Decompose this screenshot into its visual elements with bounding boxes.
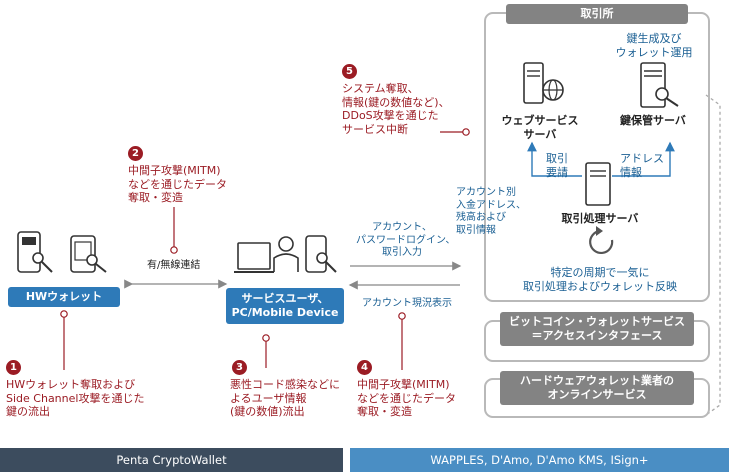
exchange-title: 取引所 (506, 4, 688, 24)
threat-3-badge: 3 (232, 360, 247, 375)
footer-left: Penta CryptoWallet (0, 448, 343, 472)
user-label: サービスユーザ、PC/Mobile Device (226, 288, 344, 324)
user-device-icon (234, 235, 337, 273)
hw-vendor-service-label: ハードウェアウォレット業者のオンラインサービス (500, 371, 694, 405)
tx-request-label: 取引要請 (546, 152, 568, 179)
footer-right: WAPPLES, D'Amo, D'Amo KMS, ISign+ (350, 448, 729, 472)
threat-1-badge: 1 (6, 360, 21, 375)
web-server-label: ウェブサービスサーバ (501, 114, 579, 141)
periodic-note: 特定の周期で一気に取引処理およびウォレット反映 (523, 266, 677, 293)
tx-server-icon (585, 162, 611, 206)
account-out-label: アカウント現況表示 (362, 298, 452, 309)
key-note: 鍵生成及びウォレット運用 (615, 32, 693, 59)
link-label: 有/無線連結 (147, 260, 201, 271)
account-detail-label: アカウント別入金アドレス、残高および取引情報 (456, 187, 526, 236)
account-in-label: アカウント、パスワードログイン、取引入力 (356, 222, 456, 258)
hw-wallet-icon (17, 231, 107, 273)
threat-4-text: 中間子攻撃(MITM)などを通じたデータ奪取・変造 (357, 378, 456, 418)
threat-5-text: システム奪取、情報(鍵の数値など)、DDoS攻撃を通じたサービス中断 (342, 82, 450, 136)
key-server-icon (640, 62, 679, 108)
bitcoin-service-label: ビットコイン・ウォレットサービス＝アクセスインタフェース (500, 312, 694, 346)
tx-server-label: 取引処理サーバ (561, 212, 639, 225)
threat-5-badge: 5 (342, 64, 357, 79)
addr-info-label: アドレス情報 (620, 152, 664, 179)
exchange-dashed-bracket (705, 94, 721, 416)
hw-wallet-label: HWウォレット (8, 287, 120, 307)
cycle-icon (589, 229, 614, 255)
threat-3-text: 悪性コード感染などによるユーザ情報(鍵の数値)流出 (230, 378, 340, 418)
web-server-icon (523, 62, 564, 104)
key-server-label: 鍵保管サーバ (620, 114, 686, 127)
threat-2-badge: 2 (128, 146, 143, 161)
threat-4-badge: 4 (357, 360, 372, 375)
threat-2-text: 中間子攻撃(MITM)などを通じたデータ奪取・変造 (128, 164, 227, 204)
